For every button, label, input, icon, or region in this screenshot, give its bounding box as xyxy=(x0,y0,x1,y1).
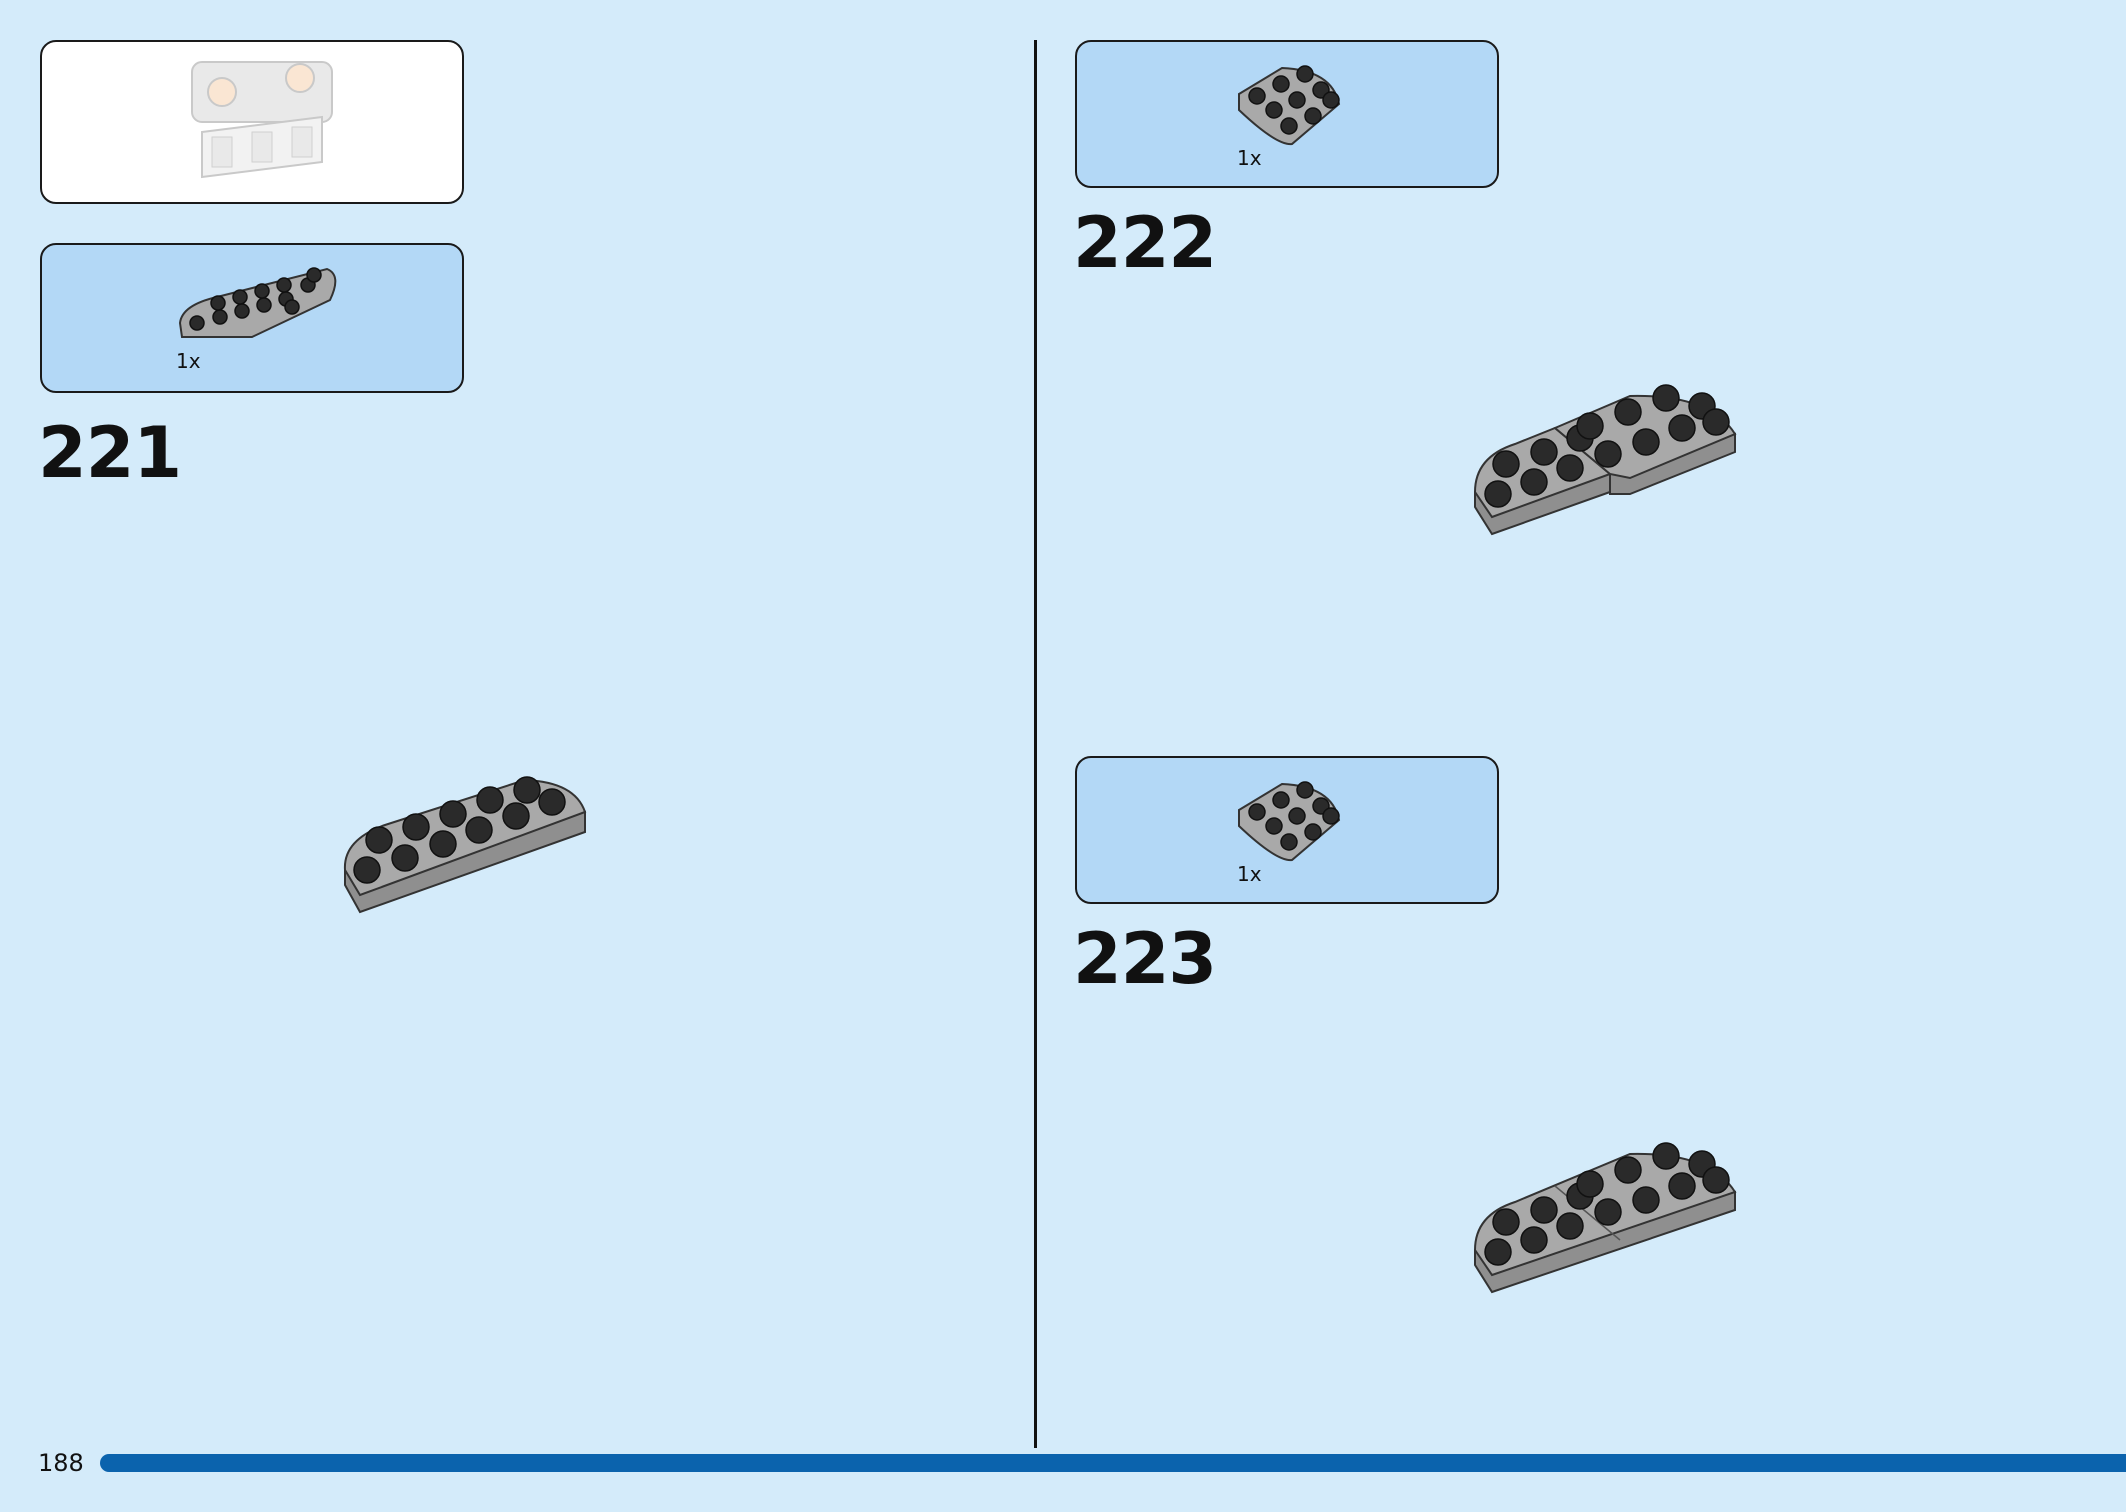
step-number-221: 221 xyxy=(38,412,182,494)
page-divider xyxy=(1034,40,1037,1448)
step-223-parts-panel: 1x xyxy=(1075,756,1499,904)
half-round-plate-icon xyxy=(1473,384,1737,536)
step-221-parts-panel: 1x xyxy=(40,243,464,393)
subassembly-preview-panel xyxy=(40,40,464,204)
page-number: 188 xyxy=(38,1449,84,1477)
half-round-plate-icon xyxy=(178,267,337,338)
quarter-round-plate-icon xyxy=(1238,65,1341,146)
step-222-parts-panel: 1x xyxy=(1075,40,1499,188)
assembly-preview-icon xyxy=(191,61,333,179)
half-round-plate-icon xyxy=(1473,1142,1737,1294)
parts-quantity: 1x xyxy=(1237,146,1262,170)
step-number-223: 223 xyxy=(1073,918,1217,1000)
parts-quantity: 1x xyxy=(1237,862,1262,886)
step-number-222: 222 xyxy=(1073,202,1217,284)
parts-quantity: 1x xyxy=(176,349,201,373)
half-round-plate-icon xyxy=(343,776,587,914)
progress-bar xyxy=(100,1454,2126,1472)
quarter-round-plate-icon xyxy=(1238,781,1341,862)
